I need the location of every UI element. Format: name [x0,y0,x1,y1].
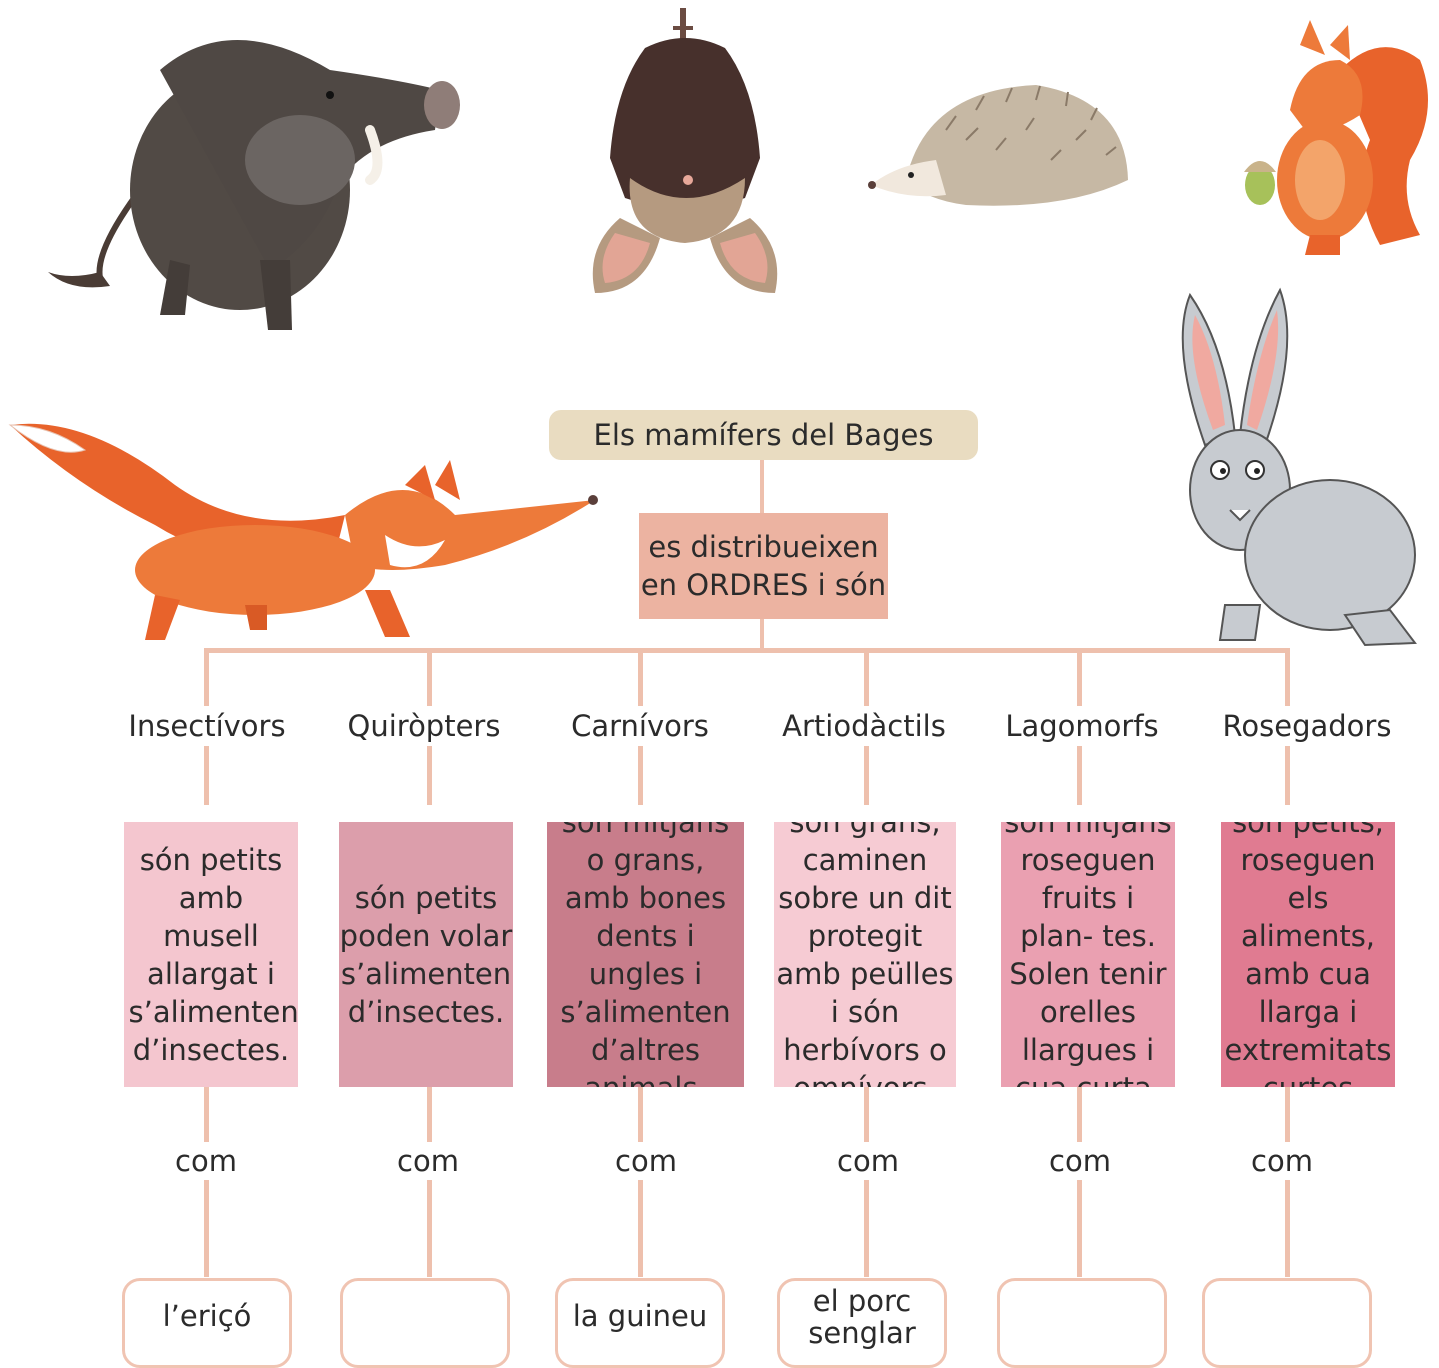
example-box-quiropters[interactable] [340,1278,510,1368]
connector-distribution-to-branch [760,619,764,650]
branch-horizontal-line [204,648,1290,653]
order-name-lagomorfs: Lagomorfs [982,706,1182,746]
order-description-insectivors: són petits amb musell allargat i s’alime… [124,822,298,1087]
description-text: són petits poden volar s’alimenten d’ins… [339,879,513,1031]
connector-lower-5 [1285,1087,1290,1277]
connector-lower-3 [864,1087,869,1277]
distribution-box: es distribueixen en ORDRES i són [639,513,888,619]
connector-label-3: com [818,1142,918,1180]
connector-lower-1 [427,1087,432,1277]
example-box-carnivors[interactable]: la guineu [555,1278,725,1368]
order-description-carnivors: són mitjans o grans, amb bones dents i u… [547,822,744,1087]
example-box-lagomorfs[interactable] [997,1278,1167,1368]
order-description-lagomorfs: són mitjans roseguen fruits i plan- tes.… [1001,822,1175,1087]
wild-boar-illustration [40,10,470,340]
order-name-carnivors: Carnívors [540,706,740,746]
example-box-rosegadors[interactable] [1202,1278,1372,1368]
order-description-rosegadors: són petits, roseguen els aliments, amb c… [1221,822,1395,1087]
squirrel-illustration [1230,20,1439,260]
order-description-quiropters: són petits poden volar s’alimenten d’ins… [339,822,513,1087]
diagram-title: Els mamífers del Bages [549,410,978,460]
order-name-artiodactils: Artiodàctils [764,706,964,746]
connector-lower-4 [1077,1087,1082,1277]
connector-label-2: com [596,1142,696,1180]
description-text: són grans, caminen sobre un dit protegit… [774,822,956,1087]
order-description-artiodactils: són grans, caminen sobre un dit protegit… [774,822,956,1087]
connector-lower-2 [638,1087,643,1277]
description-text: són mitjans roseguen fruits i plan- tes.… [1003,822,1173,1087]
connector-label-1: com [378,1142,478,1180]
order-name-rosegadors: Rosegadors [1207,706,1407,746]
order-name-quiropters: Quiròpters [324,706,524,746]
fox-illustration [5,405,605,645]
description-text: són petits amb musell allargat i s’alime… [129,841,294,1069]
connector-lower-0 [204,1087,209,1277]
hare-illustration [1165,285,1425,655]
bat-illustration [585,8,785,308]
hedgehog-illustration [866,70,1136,220]
connector-label-0: com [156,1142,256,1180]
description-text: són mitjans o grans, amb bones dents i u… [551,822,741,1087]
example-box-insectivors[interactable]: l’eriçó [122,1278,292,1368]
connector-label-4: com [1030,1142,1130,1180]
connector-title-to-distribution [760,460,764,513]
order-name-insectivors: Insectívors [107,706,307,746]
example-box-artiodactils[interactable]: el porc senglar [777,1278,947,1368]
connector-label-5: com [1232,1142,1332,1180]
description-text: són petits, roseguen els aliments, amb c… [1221,822,1395,1087]
